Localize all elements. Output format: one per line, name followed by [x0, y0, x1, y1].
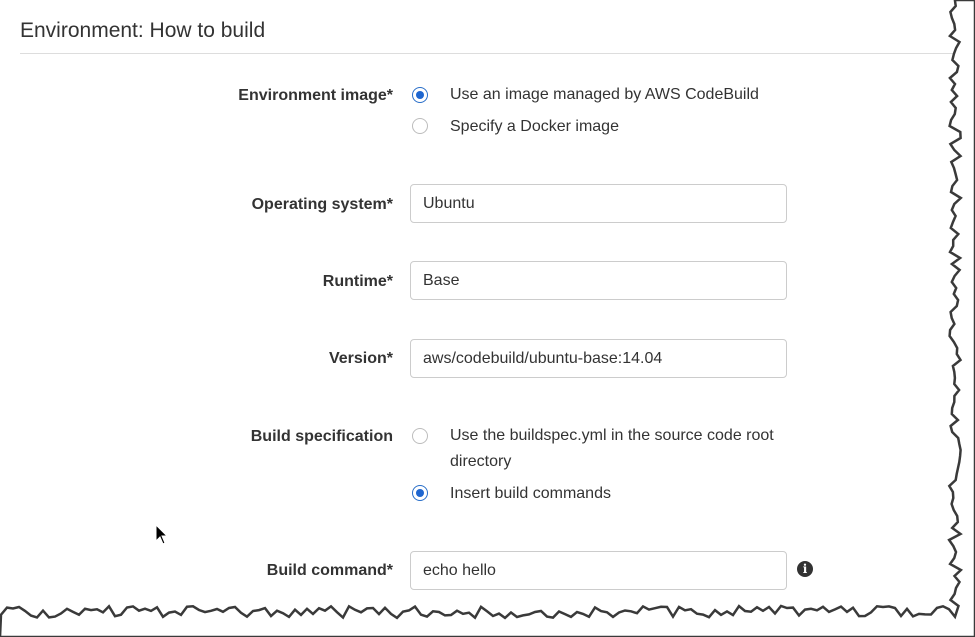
radio-selected-dot: [416, 91, 424, 99]
mouse-pointer-icon: [155, 524, 169, 545]
build-command-label: Build command*: [266, 562, 393, 579]
build-specification-label: Build specification: [250, 428, 393, 445]
info-icon[interactable]: i: [797, 561, 813, 577]
operating-system-label: Operating system*: [251, 196, 393, 213]
radio-use-buildspec-label-line1[interactable]: Use the buildspec.yml in the source code…: [450, 427, 774, 444]
runtime-select[interactable]: Base: [410, 261, 787, 300]
radio-insert-build-commands-label[interactable]: Insert build commands: [450, 485, 611, 502]
radio-insert-build-commands[interactable]: [412, 485, 428, 501]
runtime-label: Runtime*: [322, 273, 393, 290]
operating-system-select[interactable]: Ubuntu: [410, 184, 787, 223]
version-label: Version*: [328, 350, 393, 367]
environment-image-label: Environment image*: [238, 87, 393, 104]
radio-use-buildspec-label-line2[interactable]: directory: [450, 453, 512, 470]
radio-docker-image-label[interactable]: Specify a Docker image: [450, 118, 619, 135]
radio-use-buildspec[interactable]: [412, 428, 428, 444]
section-title: Environment: How to build: [20, 19, 266, 42]
radio-managed-image[interactable]: [412, 87, 428, 103]
radio-docker-image[interactable]: [412, 118, 428, 134]
title-divider: [20, 53, 955, 54]
build-command-input[interactable]: [410, 551, 787, 590]
radio-selected-dot: [416, 489, 424, 497]
radio-managed-image-label[interactable]: Use an image managed by AWS CodeBuild: [450, 86, 759, 103]
version-select[interactable]: aws/codebuild/ubuntu-base:14.04: [410, 339, 787, 378]
